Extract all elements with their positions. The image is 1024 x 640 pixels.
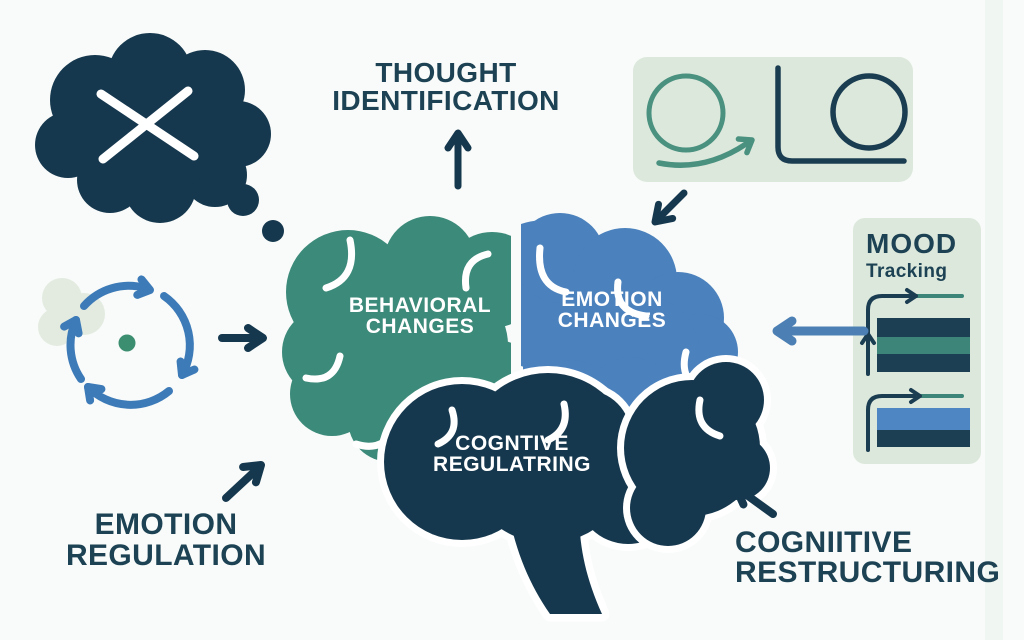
center-dot-icon [118,334,136,352]
thought-bubble-icon [35,33,284,242]
emotion-regulation-arrow [222,457,267,502]
brain-lower-region-label: COGNTIVE REGULATRING [433,432,591,476]
brain-right-region-label: EMOTION CHANGES [557,288,667,332]
brain-left-region-label: BEHAVIORAL CHANGES [348,294,492,338]
cognitive-restructuring-label: COGNIITIVE RESTRUCTURING [735,526,1001,589]
mood-chart-2 [866,388,970,452]
reframing-icon-box [633,57,913,182]
brain-cerebellum [617,355,777,553]
cognitive-restructuring-arrow [731,480,777,518]
x-mark-icon [96,86,199,164]
cycle-icon [64,279,194,409]
emotion-regulation-label: EMOTION REGULATION [65,508,267,572]
brain-left-hemisphere [282,216,511,463]
green-circle-icon [646,73,726,153]
mood-tracking-panel [853,218,981,464]
mood-chart-1 [860,288,970,376]
edge-band [985,0,1003,640]
thought-identification-label: THOUGHT IDENTIFICATION [332,57,560,116]
navy-circle-icon [830,73,908,151]
thought-identification-arrow [448,133,468,190]
brain-stem [506,498,602,614]
mood-panel-title: MOOD [866,228,958,259]
mood-to-brain-arrow [777,321,869,341]
cycle-to-brain-arrow [218,328,263,348]
curved-arrow-icon [656,133,756,168]
mood-panel-subtitle: Tracking [866,261,948,282]
reframing-to-brain-arrow [648,189,688,229]
axis-corner-icon [775,65,907,164]
thought-bubble-dots [227,184,284,242]
